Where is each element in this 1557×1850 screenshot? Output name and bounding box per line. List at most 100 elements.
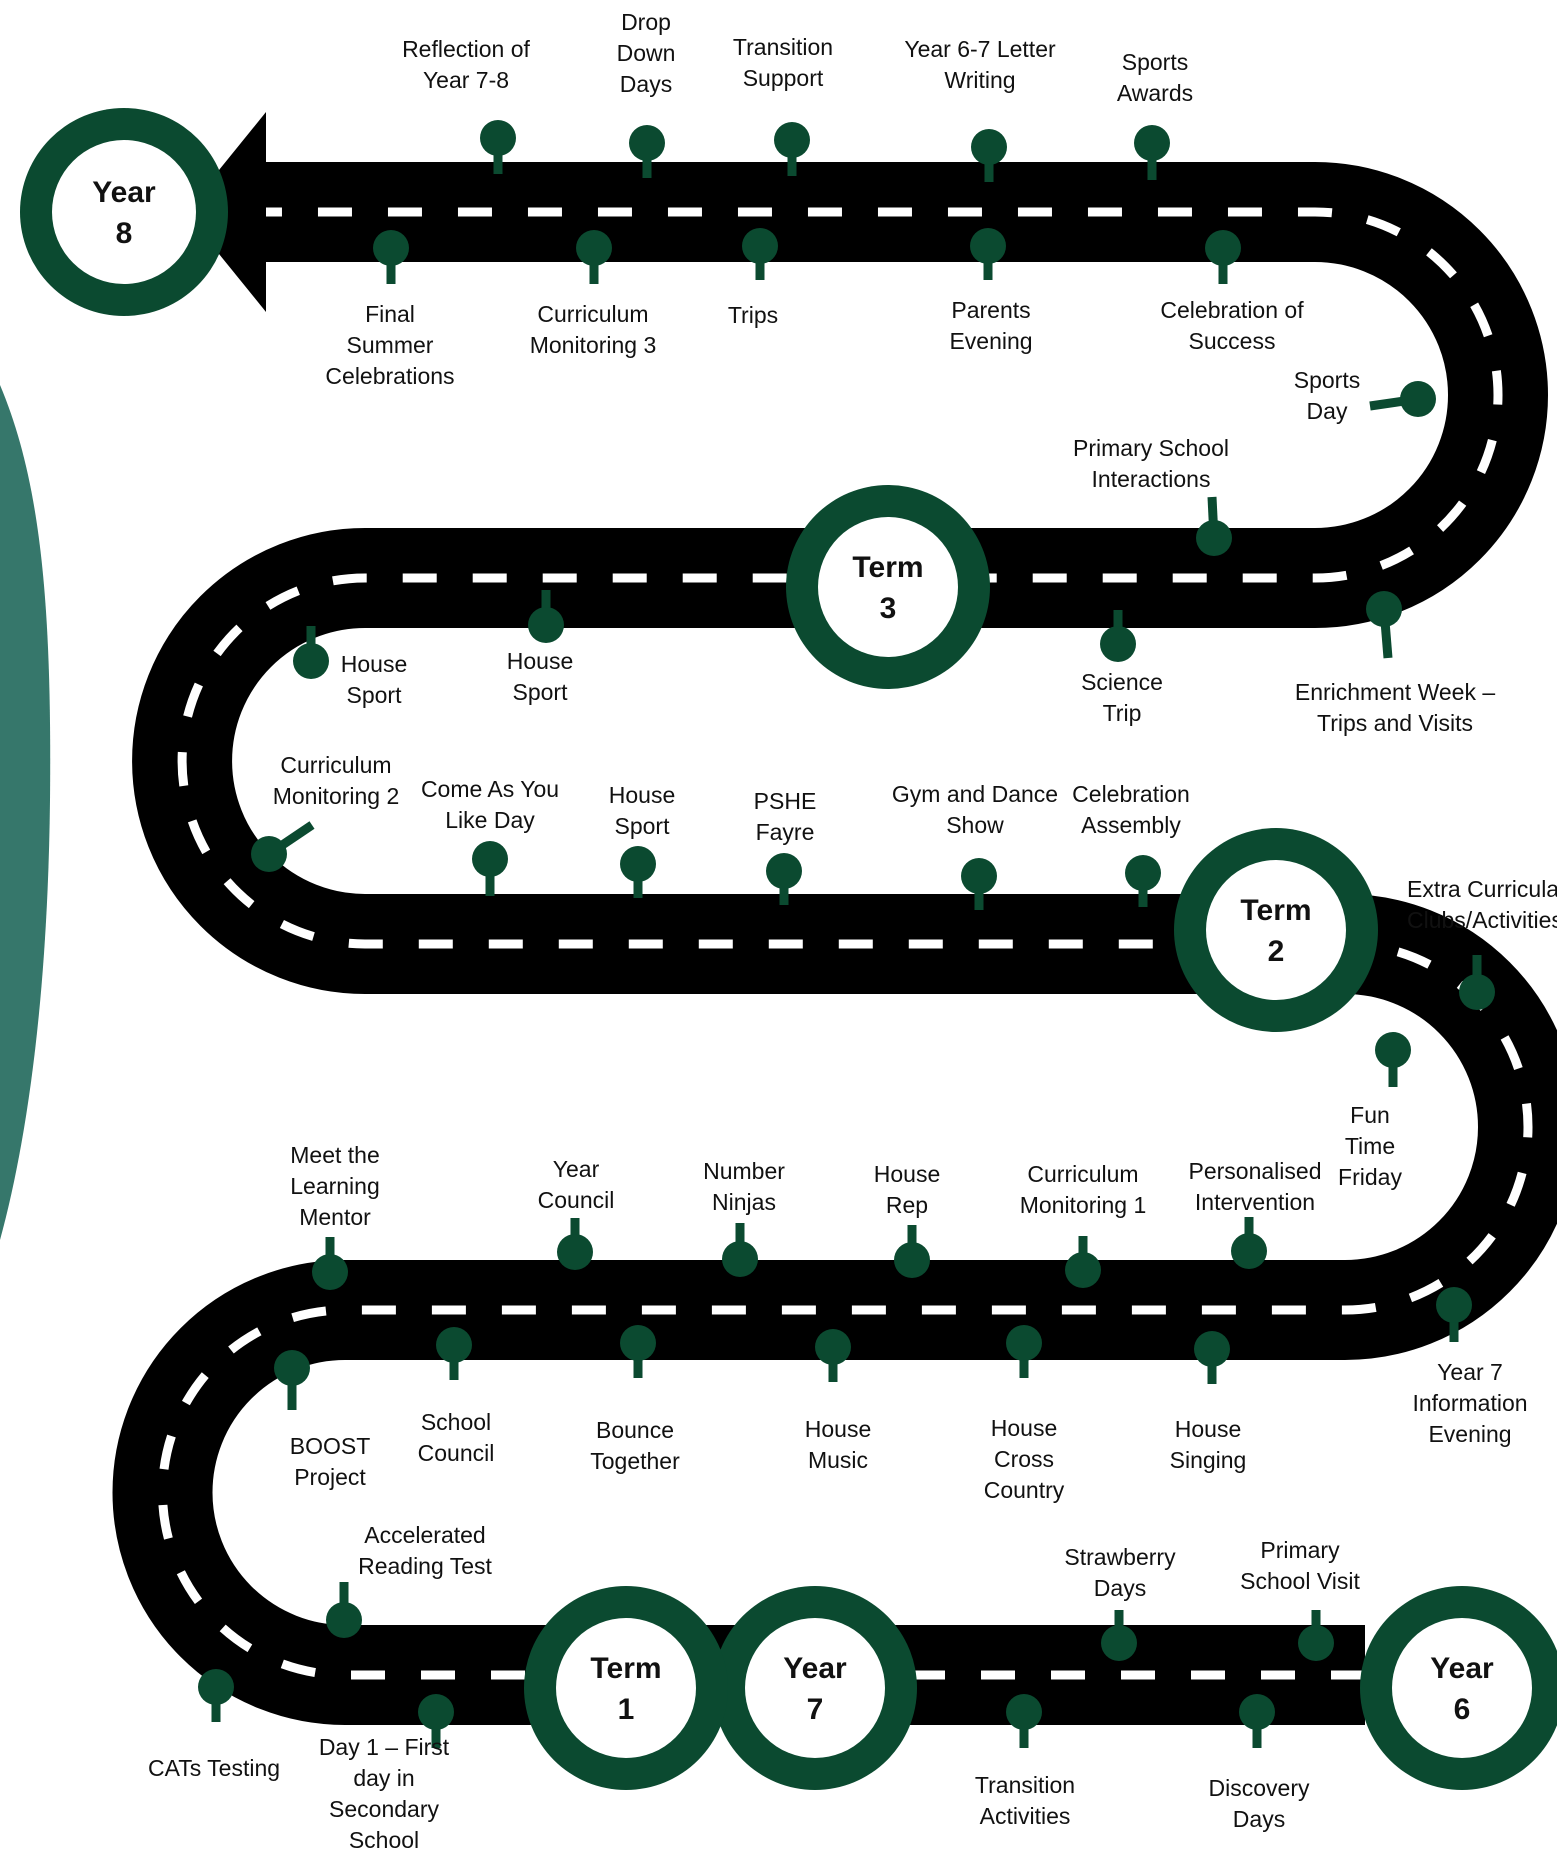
pin-head <box>418 1694 454 1730</box>
pin-head <box>620 846 656 882</box>
event-label-line: Curriculum <box>1027 1161 1138 1187</box>
event-pin-house-rep <box>894 1225 930 1278</box>
event-pin-enrichment-week <box>1366 591 1402 659</box>
pin-head <box>480 120 516 156</box>
event-label-line: Year 6-7 Letter <box>904 36 1056 62</box>
event-label-line: Celebrations <box>325 363 454 389</box>
event-label-line: Final <box>365 301 415 327</box>
event-label-line: Year 7 <box>1437 1359 1503 1385</box>
event-pin-sports-awards <box>1134 125 1170 180</box>
event-pin-sports-day <box>1369 381 1436 417</box>
event-label-line: Council <box>538 1187 615 1213</box>
milestone-center <box>818 517 958 657</box>
event-label-line: Day 1 – First <box>319 1734 450 1760</box>
pin-head <box>198 1669 234 1705</box>
event-label-line: House <box>341 651 407 677</box>
milestone-label-line: 7 <box>807 1693 824 1726</box>
event-pin-celebration-assembly <box>1125 855 1161 907</box>
milestone-label-line: Year <box>1430 1652 1494 1685</box>
event-label-line: Evening <box>949 328 1032 354</box>
pin-head <box>971 129 1007 165</box>
event-label-line: House <box>991 1415 1057 1441</box>
event-label-line: Fun <box>1350 1102 1390 1128</box>
event-label-line: Project <box>294 1464 366 1490</box>
event-label-line: Extra Curricular <box>1407 876 1557 902</box>
milestone-label-line: 8 <box>116 217 133 250</box>
event-label-line: Council <box>418 1440 495 1466</box>
event-label-line: Mentor <box>299 1204 371 1230</box>
pin-head <box>373 230 409 266</box>
pin-head <box>1100 626 1136 662</box>
event-pin-science-trip <box>1100 610 1136 662</box>
event-label-line: Enrichment Week – <box>1295 679 1495 705</box>
event-label-line: Music <box>808 1447 868 1473</box>
event-label-line: Sport <box>513 679 569 705</box>
event-label-line: Time <box>1345 1133 1395 1159</box>
event-pin-year-7-information-evening <box>1436 1287 1472 1342</box>
event-label-line: Secondary <box>329 1796 439 1822</box>
event-label-line: Down <box>617 40 676 66</box>
pin-head <box>620 1325 656 1361</box>
event-label-line: Awards <box>1117 80 1193 106</box>
milestone-center <box>1206 860 1346 1000</box>
milestone-center <box>1392 1618 1532 1758</box>
pin-head <box>312 1254 348 1290</box>
pin-head <box>251 836 287 872</box>
event-label-line: Sports <box>1294 367 1360 393</box>
pin-head <box>1006 1325 1042 1361</box>
event-label-line: Friday <box>1338 1164 1402 1190</box>
event-label-line: Reflection of <box>402 36 530 62</box>
event-label-line: Year 7-8 <box>423 67 509 93</box>
event-pin-gym-and-dance-show <box>961 858 997 910</box>
pin-head <box>1065 1252 1101 1288</box>
event-pin-house-music <box>815 1329 851 1382</box>
event-label-line: Parents <box>951 297 1030 323</box>
pin-head <box>894 1242 930 1278</box>
event-label-line: Year <box>553 1156 600 1182</box>
pin-head <box>766 853 802 889</box>
event-label-line: Monitoring 2 <box>273 783 400 809</box>
event-label-line: Accelerated <box>364 1522 485 1548</box>
event-label-line: Science <box>1081 669 1163 695</box>
pin-head <box>1134 125 1170 161</box>
event-pin-boost-project <box>274 1350 310 1410</box>
event-pin-final-summer-celebrations <box>373 230 409 284</box>
event-label-line: Success <box>1189 328 1276 354</box>
pin-head <box>576 230 612 266</box>
event-pin-strawberry-days <box>1101 1610 1137 1661</box>
event-pin-bounce-together <box>620 1325 656 1378</box>
pin-head <box>472 841 508 877</box>
event-label-line: Gym and Dance <box>892 781 1058 807</box>
event-label-line: Days <box>620 71 672 97</box>
pin-head <box>970 228 1006 264</box>
pin-head <box>815 1329 851 1365</box>
event-label-line: Show <box>946 812 1004 838</box>
milestone-label-line: Term <box>852 551 923 584</box>
event-pin-house-sport-left <box>293 626 329 679</box>
event-pin-transition-support <box>774 122 810 176</box>
milestone-label-line: Year <box>92 176 156 209</box>
